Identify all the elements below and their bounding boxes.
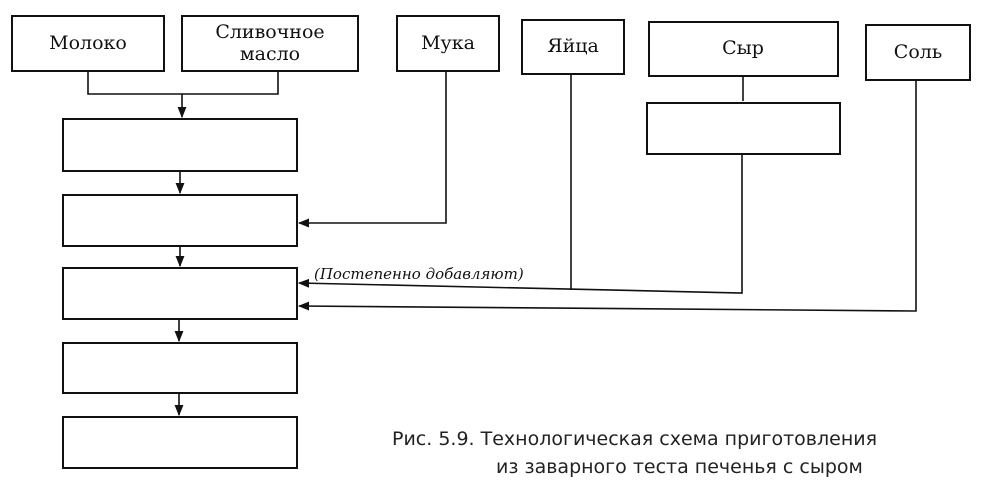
milk-butter-connector xyxy=(87,71,279,95)
process-step-2 xyxy=(62,194,298,247)
ingredient-eggs: Яйца xyxy=(521,19,625,75)
arrow-eggs-cheese-to-step-3 xyxy=(297,154,743,294)
ingredient-butter: Сливочное масло xyxy=(181,15,359,72)
ingredient-milk-label: Молоко xyxy=(49,32,127,54)
ingredient-salt-label: Соль xyxy=(894,41,942,63)
figure-caption-line2: из заварного теста печенья с сыром xyxy=(496,456,863,478)
ingredient-milk: Молоко xyxy=(11,15,165,72)
ingredient-eggs-label: Яйца xyxy=(547,35,599,57)
arrow-flour-to-step-2 xyxy=(297,71,447,228)
process-step-5 xyxy=(62,416,298,469)
cheese-step-box xyxy=(646,102,841,155)
ingredient-flour: Мука xyxy=(396,15,500,72)
process-step-3 xyxy=(62,267,298,320)
ingredient-butter-label-line1: Сливочное xyxy=(215,21,324,43)
arrow-salt-to-step-3 xyxy=(297,80,917,312)
figure-caption-line1: Рис. 5.9. Технологическая схема приготов… xyxy=(392,428,877,450)
ingredient-cheese-label: Сыр xyxy=(722,37,764,59)
ingredient-salt: Соль xyxy=(865,24,971,81)
annotation-gradually-added: (Постепенно добавляют) xyxy=(314,265,524,283)
ingredient-cheese: Сыр xyxy=(648,21,839,77)
process-step-4 xyxy=(62,342,298,394)
ingredient-flour-label: Мука xyxy=(421,32,475,54)
ingredient-butter-label-line2: масло xyxy=(240,43,300,65)
process-step-1 xyxy=(62,118,298,172)
